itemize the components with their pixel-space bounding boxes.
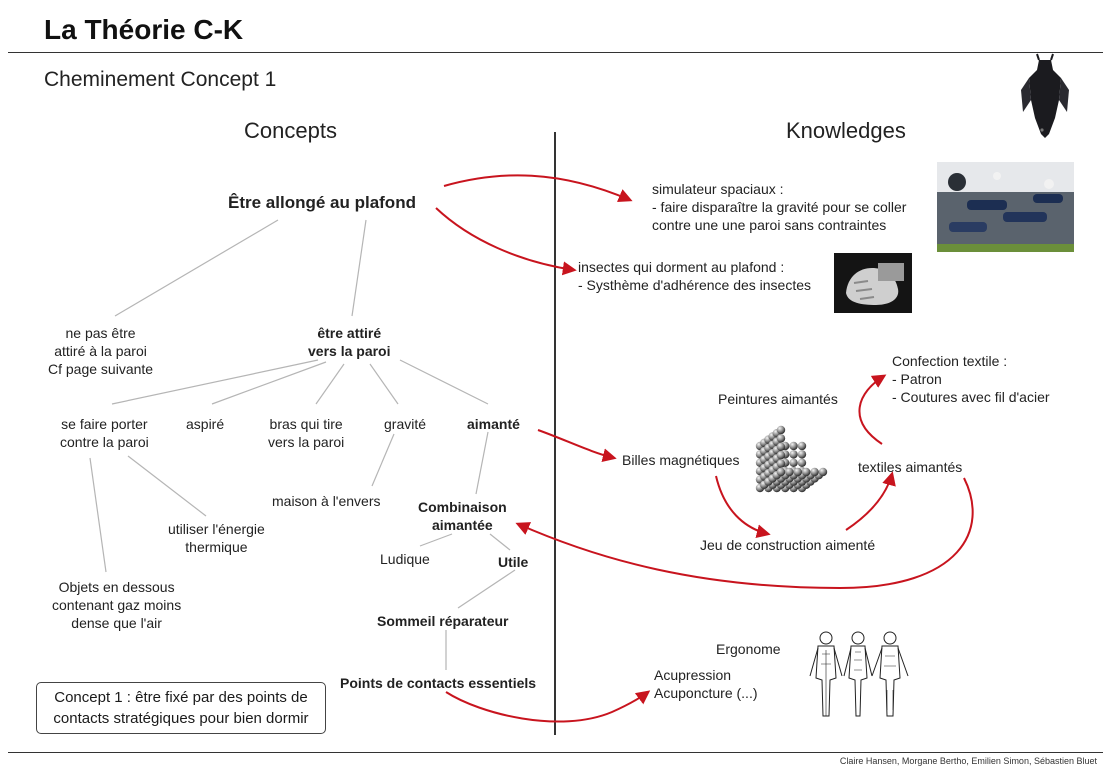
arrow-aimante-billes <box>537 429 617 463</box>
link-attire-porter <box>111 359 319 405</box>
arrow-billes-jeu <box>715 475 771 539</box>
magnetic-ball <box>797 458 807 467</box>
concept-etre-attire: être attiré vers la paroi <box>308 325 391 359</box>
link-porter-energie <box>127 455 207 517</box>
magnetic-ball <box>797 441 807 451</box>
page-subtitle: Cheminement Concept 1 <box>44 68 277 91</box>
link-aimante-combinaison <box>475 431 489 495</box>
magnetic-ball <box>776 442 786 451</box>
knowledge-confection-textile: Confection textile : - Patron - Coutures… <box>892 353 1050 405</box>
arrow-textiles-combinaison <box>515 477 974 590</box>
credits-text: Claire Hansen, Morgane Bertho, Emilien S… <box>839 756 1097 766</box>
magnetic-ball <box>776 425 786 435</box>
insect-hand-photo <box>834 253 912 313</box>
link-attire-aspire <box>211 361 327 405</box>
link-root-ne-pas <box>114 219 279 317</box>
magnetic-ball <box>818 467 828 477</box>
link-porter-objets <box>89 457 107 573</box>
concept-energie-thermique: utiliser l'énergie thermique <box>168 521 265 555</box>
magnetic-ball <box>789 441 798 451</box>
concept-ne-pas-etre: ne pas être attiré à la paroi Cf page su… <box>48 325 154 377</box>
link-utile-sommeil <box>457 569 516 609</box>
magnetic-ball <box>793 467 802 477</box>
concept-sommeil-reparateur: Sommeil réparateur <box>377 613 509 629</box>
magnetic-ball <box>785 467 794 477</box>
knowledge-peintures: Peintures aimantés <box>718 391 838 407</box>
title-divider <box>8 52 1103 53</box>
knowledge-textiles: textiles aimantés <box>858 459 963 475</box>
knowledge-billes: Billes magnétiques <box>622 452 740 468</box>
knowledge-simulateur: simulateur spaciaux : - faire disparaîtr… <box>652 181 907 233</box>
magnetic-ball <box>797 450 807 459</box>
footer-divider <box>8 752 1103 753</box>
concept-se-faire-porter: se faire porter contre la paroi <box>60 416 149 450</box>
knowledge-acupression: Acupression Acuponcture (...) <box>654 667 758 701</box>
concept-bras-qui-tire: bras qui tire vers la paroi <box>268 416 345 450</box>
knowledge-insectes: insectes qui dorment au plafond : - Syst… <box>578 259 812 293</box>
magnetic-ball <box>776 451 786 460</box>
magnetic-ball <box>802 467 811 477</box>
concept-objets-gaz: Objets en dessous contenant gaz moins de… <box>52 579 182 631</box>
concept-combinaison-aimantee: Combinaison aimantée <box>418 499 507 533</box>
concept-maison-envers: maison à l'envers <box>272 493 381 509</box>
page-title: La Théorie C-K <box>44 14 244 45</box>
magnetic-ball <box>776 434 786 443</box>
concept-ludique: Ludique <box>380 551 430 567</box>
concept-summary-box: Concept 1 : être fixé par des points de … <box>36 682 326 734</box>
concept-utile: Utile <box>498 554 529 570</box>
concept-aspire: aspiré <box>186 416 225 432</box>
concept-aimante: aimanté <box>467 416 520 432</box>
link-gravite-maison <box>371 433 395 487</box>
concepts-column-heading: Concepts <box>244 118 337 143</box>
arrow-jeu-textiles <box>845 471 896 531</box>
magnetic-ball <box>789 450 798 459</box>
link-combinaison-utile <box>489 533 511 551</box>
magnetic-ball <box>776 459 786 468</box>
arrow-root-insectes <box>435 207 577 276</box>
knowledge-ergonome: Ergonome <box>716 641 781 657</box>
knowledges-column-heading: Knowledges <box>786 118 906 143</box>
zero-gravity-photo <box>937 162 1074 252</box>
link-attire-aimante <box>399 359 489 405</box>
concept-gravite: gravité <box>384 416 427 432</box>
arrow-textiles-confection <box>858 374 887 445</box>
arrow-points-acupression <box>445 690 651 723</box>
link-combinaison-ludique <box>419 533 453 547</box>
link-root-attire <box>351 219 367 317</box>
knowledge-jeu-construction: Jeu de construction aimenté <box>700 537 876 553</box>
concept-points-contacts: Points de contacts essentiels <box>340 675 537 691</box>
concept-root: Être allongé au plafond <box>228 193 416 212</box>
link-attire-bras <box>315 363 345 405</box>
magnetic-ball <box>776 467 786 477</box>
magnetic-ball <box>789 458 798 467</box>
arrow-root-simulateur <box>443 174 633 203</box>
magnetic-ball <box>810 467 819 477</box>
link-attire-gravite <box>369 363 399 405</box>
